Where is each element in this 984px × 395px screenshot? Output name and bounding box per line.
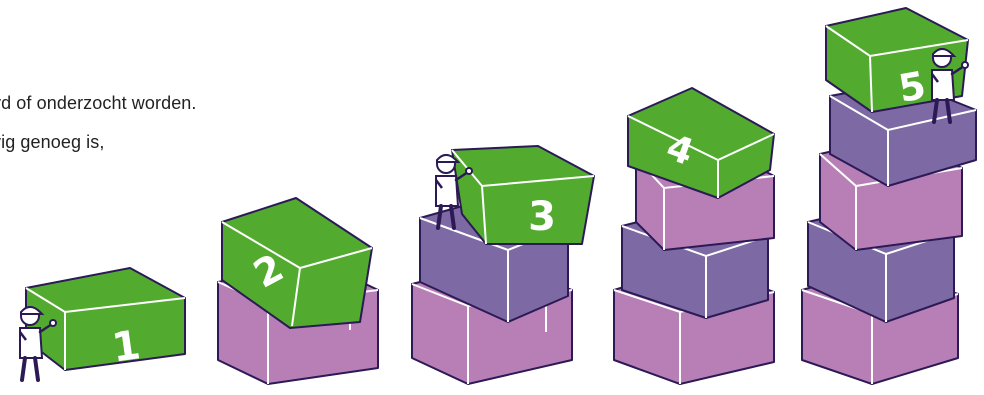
stack-1: 1 xyxy=(20,268,185,380)
green-box-1 xyxy=(26,268,185,370)
stack-4: 4 xyxy=(614,88,774,384)
green-box-3 xyxy=(452,146,594,244)
stack-3: 3 xyxy=(412,146,594,384)
step-number-3: 3 xyxy=(528,194,556,240)
stack-5: 5 xyxy=(802,8,976,384)
stack-2: 2 xyxy=(218,198,378,384)
